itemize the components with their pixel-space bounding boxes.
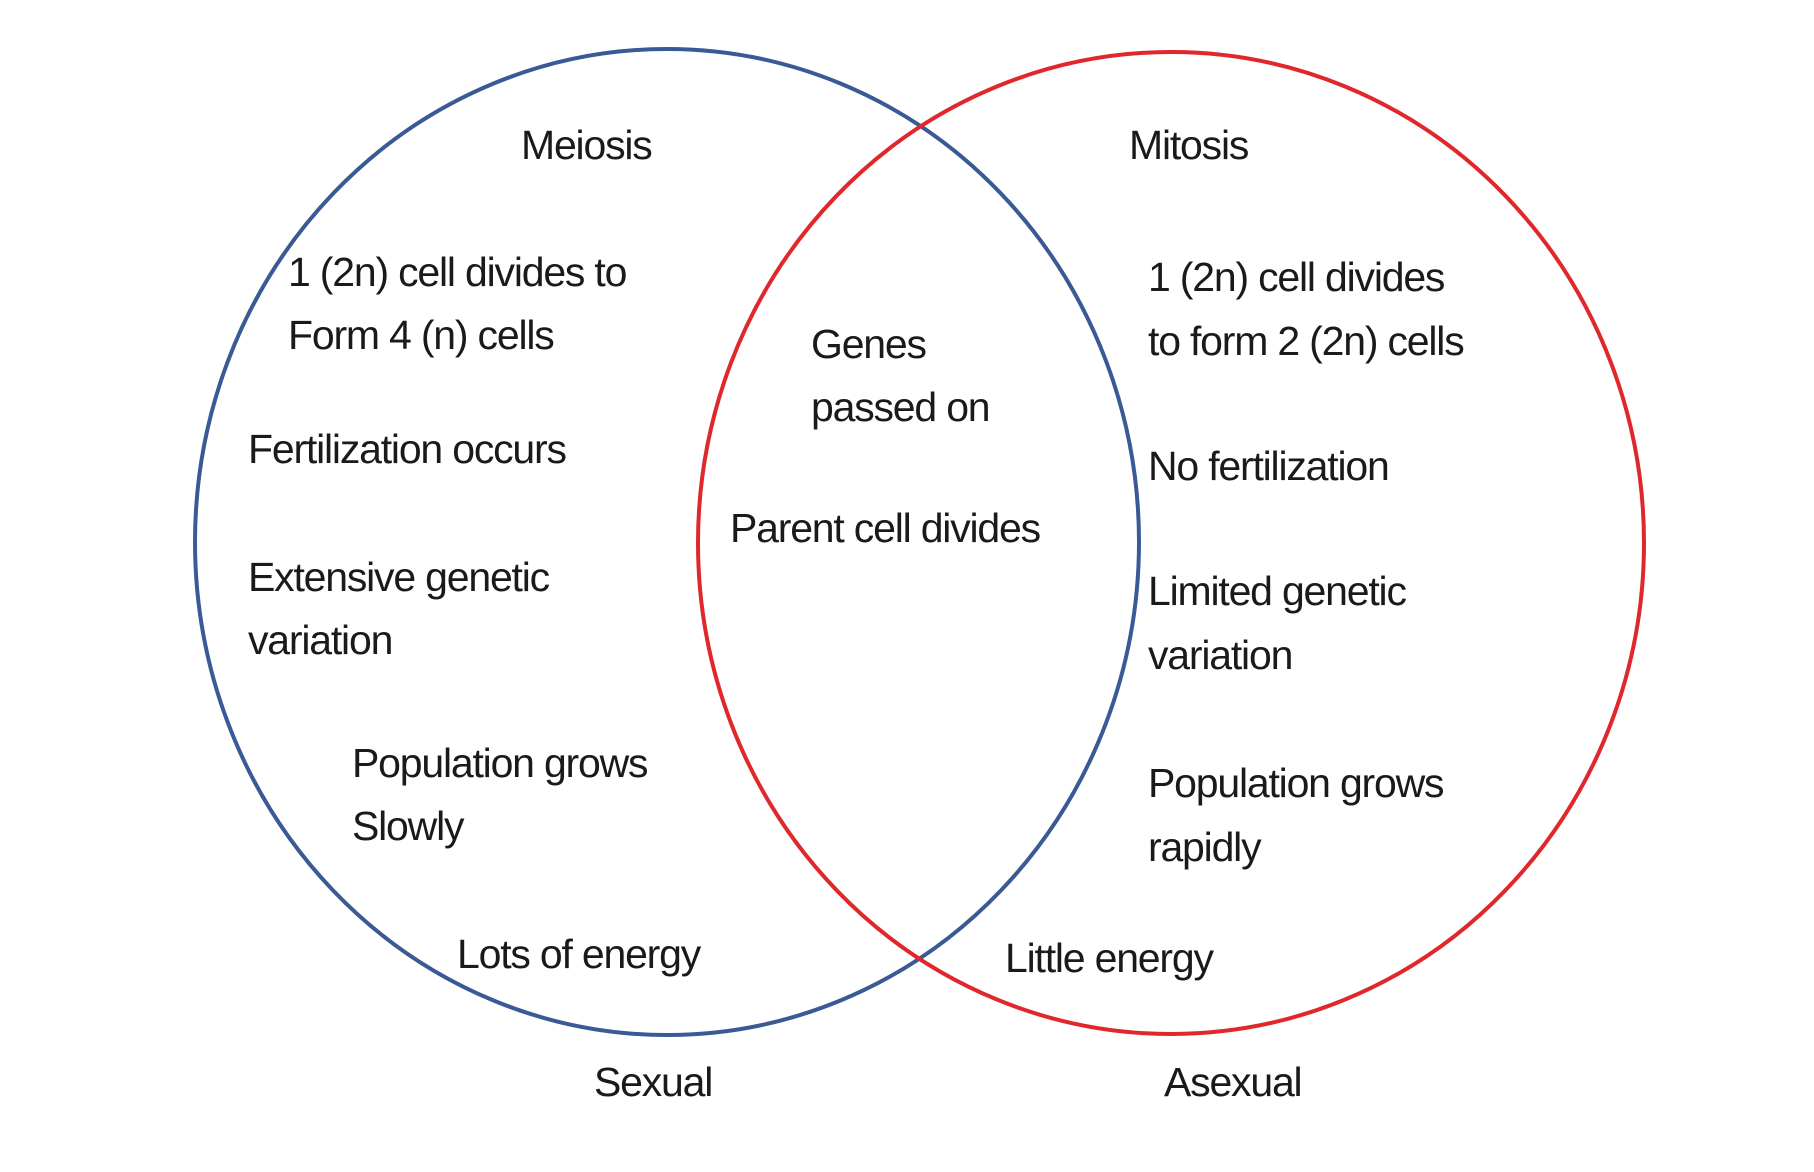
meiosis-item: Form 4 (n) cells [288, 312, 554, 358]
overlap-item: Genes [811, 321, 926, 367]
meiosis-item: Fertilization occurs [248, 426, 566, 472]
mitosis-item: to form 2 (2n) cells [1148, 318, 1464, 364]
mitosis-item: rapidly [1148, 824, 1262, 870]
meiosis-item: Population grows [352, 740, 648, 786]
overlap-item: Parent cell divides [730, 505, 1041, 551]
asexual-label: Asexual [1164, 1059, 1301, 1105]
sexual-label: Sexual [594, 1059, 712, 1105]
overlap-item: passed on [811, 384, 989, 430]
mitosis-item: No fertilization [1148, 443, 1389, 489]
meiosis-item: Extensive genetic [248, 554, 550, 600]
mitosis-circle [696, 50, 1646, 1036]
meiosis-title: Meiosis [521, 122, 652, 168]
meiosis-item: variation [248, 617, 392, 663]
mitosis-item: Population grows [1148, 760, 1444, 806]
mitosis-item: 1 (2n) cell divides [1148, 254, 1445, 300]
meiosis-item: Slowly [352, 803, 465, 849]
mitosis-item: Little energy [1005, 935, 1214, 981]
mitosis-item: variation [1148, 632, 1292, 678]
meiosis-circle [193, 47, 1141, 1037]
mitosis-title: Mitosis [1129, 122, 1249, 168]
mitosis-item: Limited genetic [1148, 568, 1406, 614]
meiosis-item: Lots of energy [457, 931, 702, 977]
meiosis-item: 1 (2n) cell divides to [288, 249, 627, 295]
